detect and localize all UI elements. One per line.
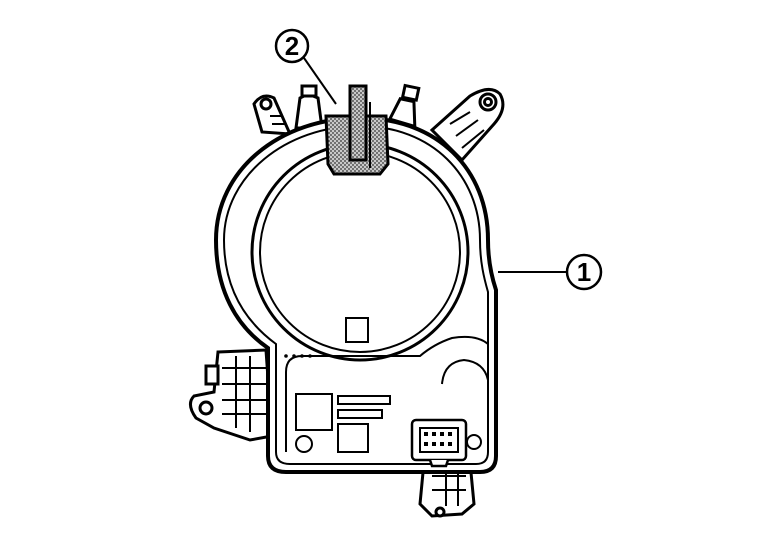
inner-ring-tab [345,317,369,343]
round-boss [441,358,489,385]
lower-left-mount-bracket [189,348,274,442]
label-plate [295,393,391,453]
connector-panel [285,335,489,452]
indicator-dots [284,354,312,358]
harness-connector [410,418,482,468]
callout-2-label: 2 [285,31,299,61]
callout-1-label: 1 [577,257,591,287]
callout-1: 1 [498,253,603,291]
callout-2: 2 [274,28,337,105]
upper-left-mount-tab [252,94,293,136]
upper-right-mount-tab [429,88,505,163]
highlighted-connector-part [324,84,390,176]
